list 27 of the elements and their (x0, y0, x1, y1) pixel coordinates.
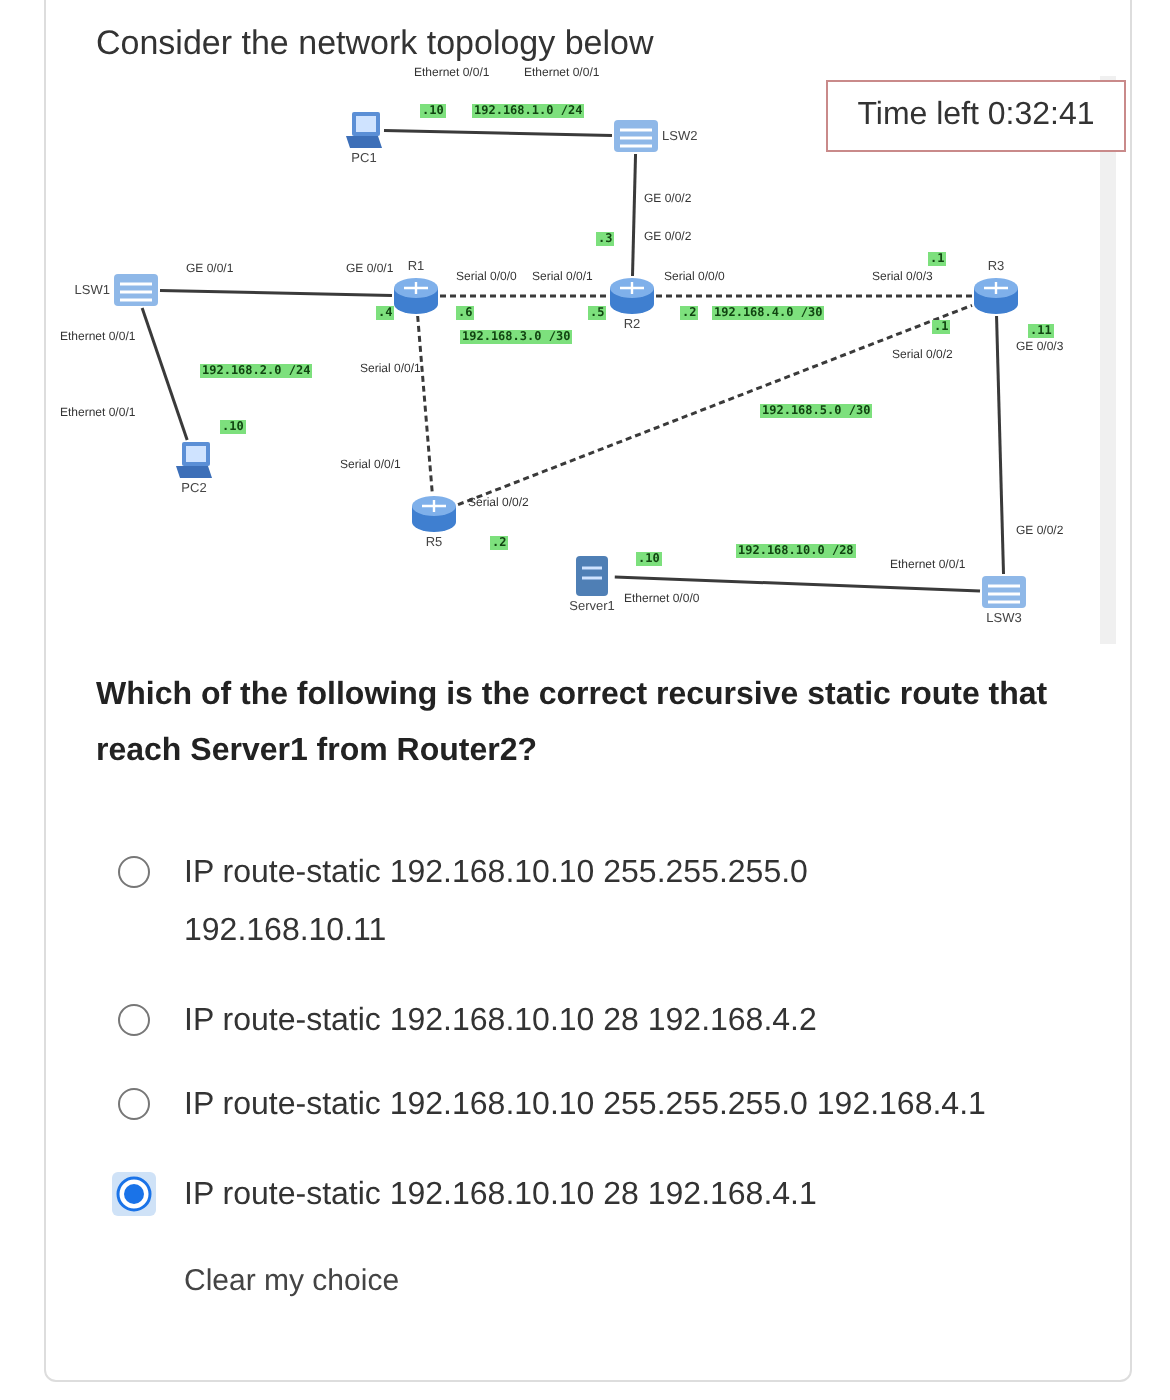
ethernet-link (614, 575, 981, 593)
network-device (608, 276, 656, 332)
ethernet-link (631, 153, 638, 277)
heading: Consider the network topology below (96, 24, 654, 64)
network-device (410, 494, 458, 550)
ethernet-link (159, 289, 393, 297)
serial-link (656, 294, 972, 298)
network-device (569, 554, 615, 614)
option-text: IP route-static 192.168.10.10 255.255.255.0 192.168.10.11 (184, 854, 810, 952)
serial-link (440, 294, 608, 298)
network-device (972, 260, 1020, 316)
network-device (344, 110, 384, 166)
option-text: IP route-static 192.168.10.10 28 192.168.4.1 (184, 1176, 819, 1216)
option-text: IP route-static 192.168.10.10 28 192.168.4.2 (184, 1002, 819, 1042)
ethernet-link (383, 128, 613, 137)
serial-link (416, 315, 434, 495)
timer: Time left 0:32:41 (826, 80, 1126, 152)
network-device (612, 118, 698, 154)
option-text: IP route-static 192.168.10.10 255.255.255.0 192.168.4.1 (184, 1086, 988, 1126)
network-device (980, 574, 1028, 626)
network-device (74, 272, 160, 308)
serial-link (457, 303, 973, 507)
network-device (174, 440, 214, 496)
question-text: Which of the following is the correct recursive static route that reach Server1 from Router2? (96, 676, 1050, 772)
clear-choice-link: Clear my choice (184, 1264, 400, 1298)
ethernet-link (995, 315, 1005, 575)
network-device (392, 260, 440, 316)
